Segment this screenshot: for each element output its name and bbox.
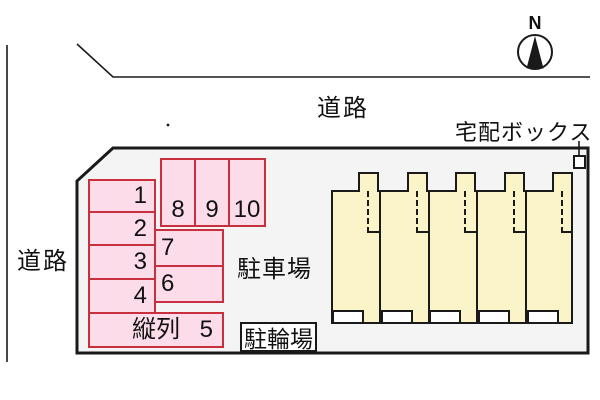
space-number: 6 (161, 270, 175, 297)
parking-space-3: 3 (88, 244, 156, 280)
unit-step (429, 310, 461, 324)
parking-space-4: 4 (88, 278, 156, 314)
bicycle-parking-label: 駐輪場 (240, 322, 317, 352)
unit-entry-dashed (367, 191, 379, 233)
unit-porch (407, 172, 428, 192)
space-number: 2 (133, 214, 147, 242)
road-edge-top (76, 43, 590, 78)
unit-step (381, 310, 413, 324)
parking-space-6: 6 (154, 265, 224, 303)
delivery-box (573, 155, 586, 169)
unit-entry-dashed (416, 191, 428, 233)
space-number: 9 (205, 196, 219, 223)
parking-space-10: 10 (228, 158, 266, 227)
parking-space-8: 8 (160, 158, 196, 227)
space-number: 8 (171, 196, 185, 223)
road-label-top: 道路 (317, 95, 369, 122)
space-number: 1 (133, 182, 147, 209)
parking-space-5-tandem: 縦列 5 (88, 312, 224, 348)
unit-porch (358, 172, 379, 192)
parking-space-7: 7 (154, 229, 224, 267)
unit-divider (428, 192, 430, 322)
unit-porch (455, 172, 476, 192)
space-number: 4 (133, 282, 147, 309)
unit-porch (504, 172, 525, 192)
compass-north-label: N (528, 13, 542, 33)
parking-space-1: 1 (88, 179, 156, 213)
parking-space-9: 9 (194, 158, 230, 227)
unit-porch (552, 172, 573, 192)
unit-entry-dashed (561, 191, 573, 233)
unit-step (332, 310, 364, 324)
unit-step (527, 310, 559, 324)
unit-divider (379, 192, 381, 322)
unit-divider (525, 192, 527, 322)
parking-space-2: 2 (88, 211, 156, 246)
stray-dot (166, 123, 170, 127)
building (331, 190, 573, 324)
unit-entry-dashed (513, 191, 525, 233)
unit-entry-dashed (464, 191, 476, 233)
road-label-left: 道路 (17, 248, 69, 275)
tandem-label: 縦列 (132, 316, 180, 343)
unit-divider (476, 192, 478, 322)
unit-step (478, 310, 510, 324)
compass-needle-icon (526, 36, 544, 69)
space-number: 5 (199, 316, 213, 343)
space-number: 7 (161, 234, 175, 261)
space-number: 3 (133, 248, 147, 275)
space-number: 10 (233, 196, 261, 223)
parking-area-label: 駐車場 (237, 256, 312, 283)
delivery-box-label: 宅配ボックス (455, 120, 593, 145)
